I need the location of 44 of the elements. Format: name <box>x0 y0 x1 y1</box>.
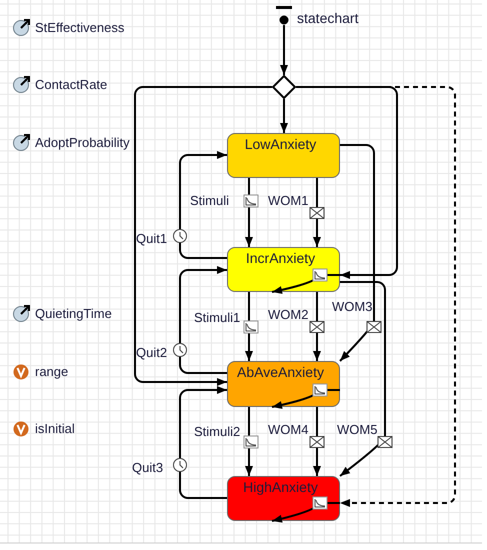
transition-label: Quit2 <box>136 345 168 361</box>
transition-arrow <box>280 99 288 133</box>
transition-arrow <box>339 281 386 477</box>
parameter-name: QuietingTime <box>35 306 112 322</box>
self-transition-arrow <box>272 389 340 409</box>
parameter-name: isInitial <box>35 421 75 437</box>
transition-label: WOM1 <box>268 193 308 209</box>
self-transition-arrow <box>272 274 340 294</box>
parameter-name: StEffectiveness <box>35 20 124 36</box>
state-box <box>227 361 340 407</box>
state-name: AbAveAnxiety <box>237 364 324 380</box>
transition-arrow <box>134 86 272 386</box>
state-name: HighAnxiety <box>243 479 318 495</box>
transition-label: Stimuli1 <box>194 310 240 326</box>
state-box <box>227 476 340 521</box>
state-box <box>227 133 340 178</box>
transition-arrow <box>313 407 321 476</box>
transition-label: WOM3 <box>332 299 372 315</box>
parameter-name: AdoptProbability <box>35 135 130 151</box>
parameter-name: range <box>35 364 68 380</box>
transition-arrow <box>179 266 227 374</box>
transition-arrow <box>313 178 321 247</box>
parameter-name: ContactRate <box>35 77 108 93</box>
transition-arrow <box>313 292 321 361</box>
transition-arrow <box>280 25 288 75</box>
statechart-name: statechart <box>297 10 358 26</box>
transition-label: Stimuli <box>190 193 230 209</box>
transition-arrow <box>245 407 253 476</box>
transition-arrow <box>296 86 398 279</box>
transition-label: Quit3 <box>132 460 164 476</box>
self-transition-arrow <box>272 502 340 523</box>
transition-arrow <box>179 151 227 259</box>
transition-label: Stimuli2 <box>194 424 240 440</box>
state-box <box>227 247 340 292</box>
transition-label: WOM2 <box>268 307 308 323</box>
transition-arrow <box>245 178 253 247</box>
transition-label: Quit1 <box>136 231 168 247</box>
transition-label: WOM5 <box>337 422 378 438</box>
transition-arrow <box>245 292 253 361</box>
state-name: IncrAnxiety <box>246 250 316 266</box>
state-name: LowAnxiety <box>244 136 316 152</box>
transition-arrow <box>179 386 227 499</box>
transition-arrow <box>339 144 375 362</box>
transition-label: WOM4 <box>268 422 308 438</box>
